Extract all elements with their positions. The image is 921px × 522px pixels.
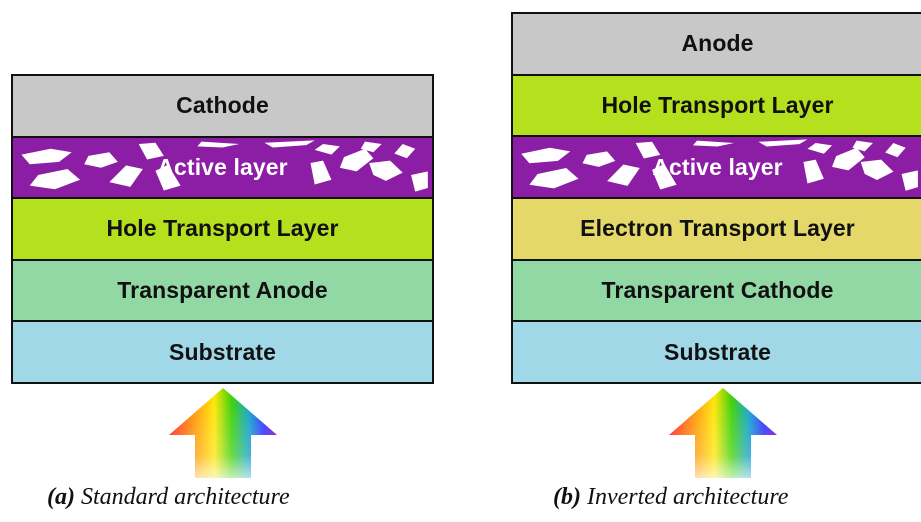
caption-text: Standard architecture <box>74 484 290 510</box>
cathode-layer-label: Cathode <box>176 92 269 119</box>
transparent-anode-layer-label: Transparent Anode <box>117 277 328 304</box>
cathode-layer: Cathode <box>13 76 432 138</box>
substrate-layer-label: Substrate <box>169 338 276 365</box>
anode-layer-label: Anode <box>681 30 754 57</box>
caption-letter: (a) <box>47 484 75 510</box>
transparent-cathode-layer: Transparent Cathode <box>513 260 921 323</box>
inverted-architecture-caption: (b) Inverted architecture <box>553 484 788 511</box>
hole-transport-layer: Hole Transport Layer <box>13 199 432 261</box>
active-layer-texture <box>21 139 428 192</box>
hole-transport-layer: Hole Transport Layer <box>513 75 921 138</box>
substrate-layer-label: Substrate <box>664 338 771 365</box>
standard-architecture-caption: (a) Standard architecture <box>47 484 290 511</box>
active-layer: Active layer <box>513 137 921 200</box>
rainbow-light-arrow-icon <box>169 388 277 478</box>
active-layer-texture <box>521 139 918 192</box>
caption-letter: (b) <box>553 484 581 510</box>
active-layer-label: Active layer <box>157 153 288 180</box>
anode-layer: Anode <box>513 14 921 76</box>
caption-text: Inverted architecture <box>580 484 789 510</box>
active-layer: Active layer <box>13 137 432 200</box>
hole-transport-layer-label: Hole Transport Layer <box>106 215 339 242</box>
transparent-cathode-layer-label: Transparent Cathode <box>601 277 834 304</box>
standard-architecture-stack: Cathode Active layer Hole Transport Laye… <box>11 74 434 384</box>
rainbow-light-arrow-icon <box>669 388 777 478</box>
active-layer-label: Active layer <box>652 153 783 180</box>
hole-transport-layer-label: Hole Transport Layer <box>601 92 834 118</box>
electron-transport-layer-label: Electron Transport Layer <box>580 215 855 242</box>
substrate-layer: Substrate <box>13 322 432 382</box>
substrate-layer: Substrate <box>513 322 921 383</box>
inverted-architecture-stack: Anode Hole Transport Layer Active layer … <box>511 12 921 384</box>
transparent-anode-layer: Transparent Anode <box>13 260 432 323</box>
electron-transport-layer: Electron Transport Layer <box>513 199 921 261</box>
